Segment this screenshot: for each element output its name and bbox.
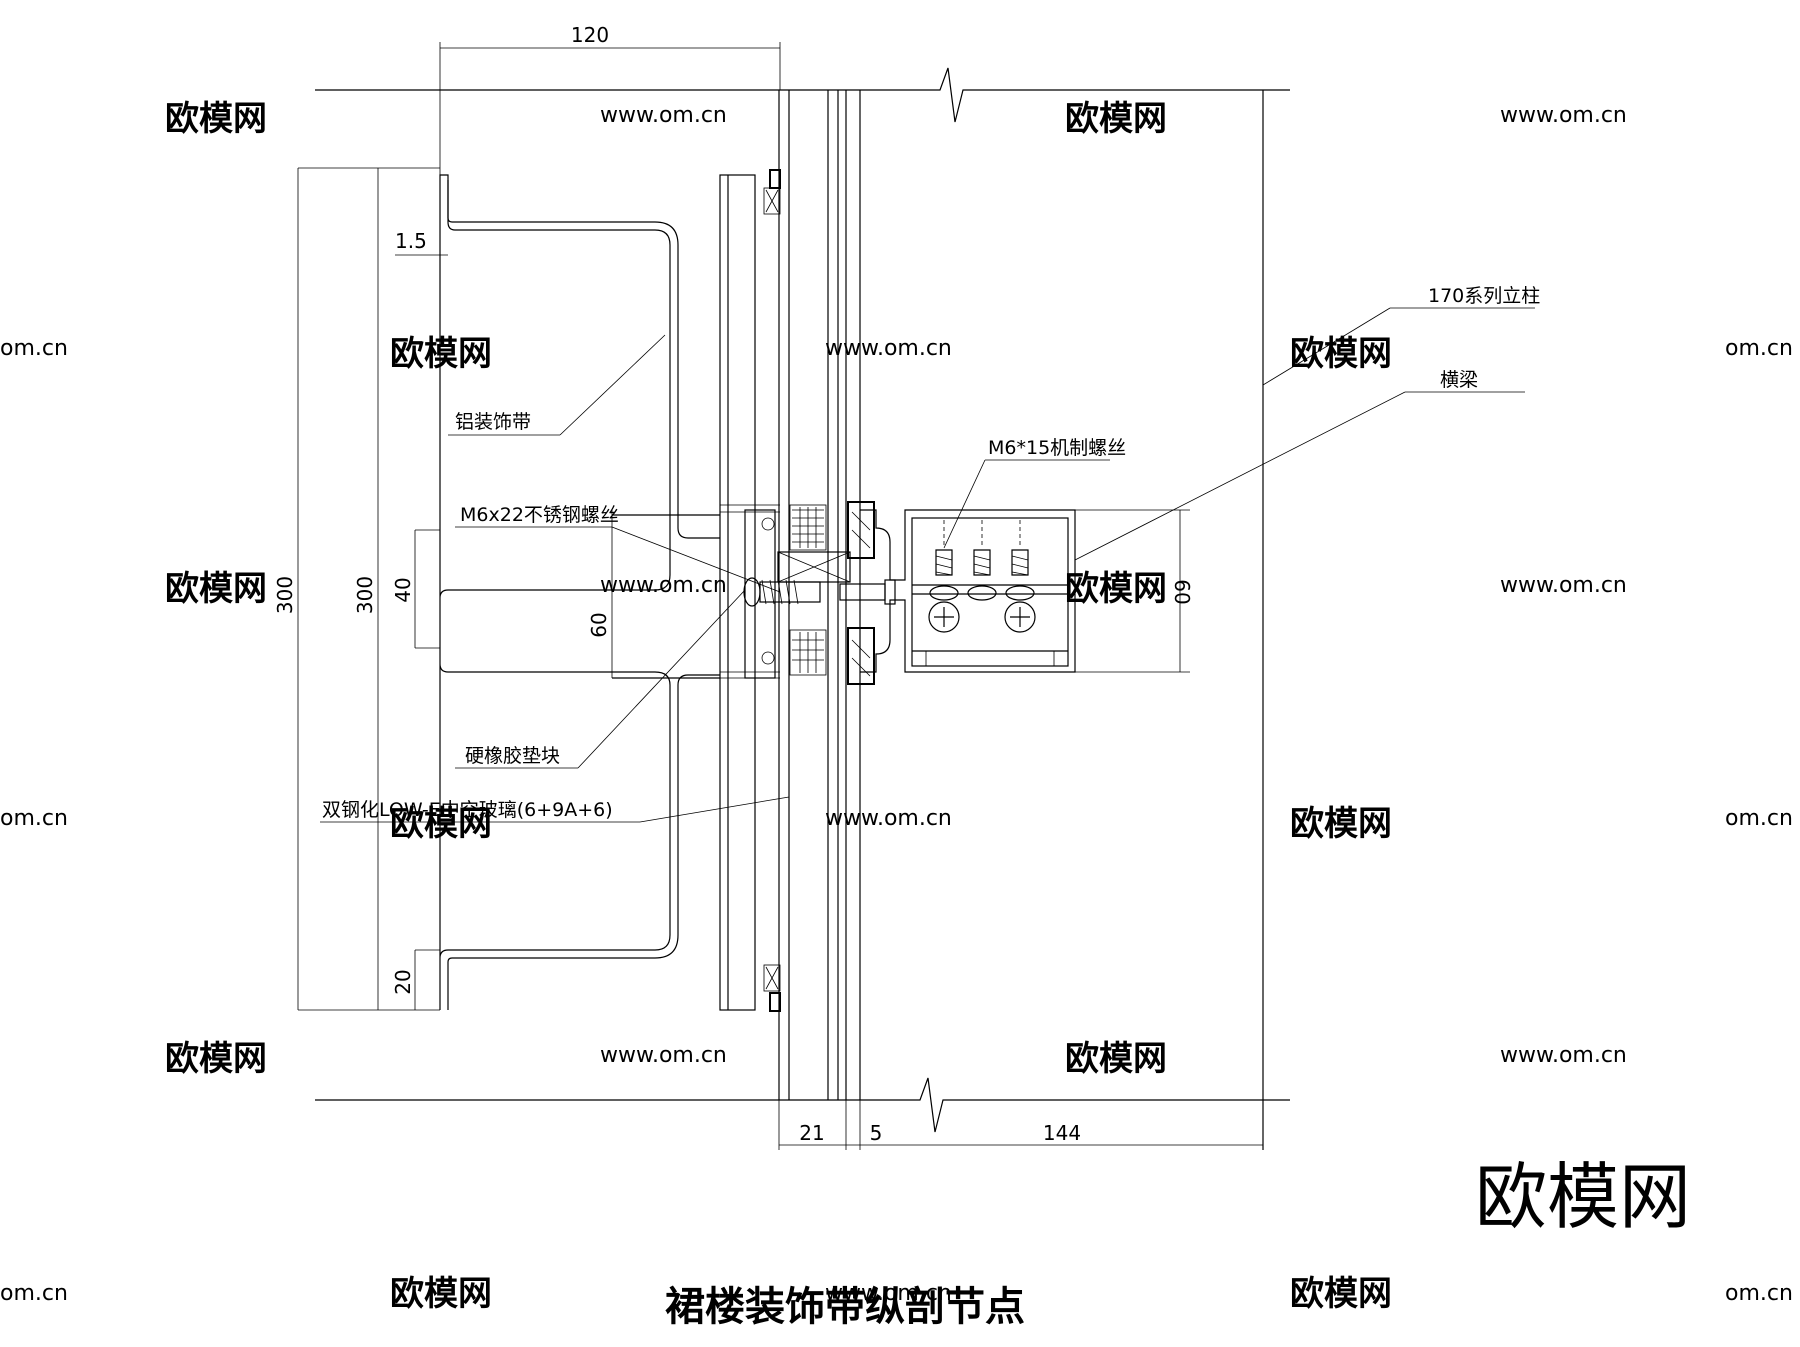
watermark-brand: 欧模网 (165, 1039, 267, 1079)
leader-lines (320, 307, 1535, 823)
watermark-brand: 欧模网 (1290, 804, 1392, 844)
watermark-brand: 欧模网 (1065, 1039, 1167, 1079)
dim-bottom-20: 20 (391, 969, 415, 994)
glass-panel (778, 90, 861, 1100)
watermark-site: www.om.cn (600, 1043, 727, 1068)
dim-inner-40: 40 (391, 577, 415, 602)
watermark-site: om.cn (0, 806, 68, 831)
watermark-site: www.om.cn (1500, 103, 1627, 128)
transom-profile (860, 509, 1076, 673)
watermark-site: om.cn (1725, 806, 1793, 831)
watermark-brand: 欧模网 (1065, 569, 1167, 609)
watermark-brand: 欧模网 (165, 99, 267, 139)
dim-top-width: 120 (571, 23, 609, 47)
watermark-site: om.cn (0, 336, 68, 361)
label-rubber-block: 硬橡胶垫块 (465, 745, 560, 767)
dim-lip: 1.5 (395, 229, 427, 253)
gaskets (761, 169, 781, 1012)
watermark-brand: 欧模网 (165, 569, 267, 609)
machine-screws (928, 520, 1036, 633)
logo: 欧模网 (1475, 1155, 1691, 1239)
label-machine-screw: M6*15机制螺丝 (988, 437, 1126, 459)
dim-bottom-5: 5 (870, 1121, 883, 1145)
label-mullion: 170系列立柱 (1428, 285, 1540, 307)
dim-inner-60: 60 (587, 612, 611, 637)
dim-bottom-144: 144 (1043, 1121, 1081, 1145)
label-transom: 横梁 (1440, 369, 1478, 391)
dim-right-60: 60 (1170, 579, 1194, 604)
label-glass: 双钢化LOW-E中空玻璃(6+9A+6) (322, 799, 613, 821)
watermark-site: www.om.cn (600, 103, 727, 128)
stainless-bolt (743, 577, 896, 607)
watermark-brand: 欧模网 (390, 1274, 492, 1314)
watermark-site: www.om.cn (1500, 573, 1627, 598)
watermark-site: om.cn (1725, 1281, 1793, 1306)
watermark-brand: 欧模网 (1290, 334, 1392, 374)
spacer-blocks (777, 501, 875, 685)
dim-overall-outer: 300 (273, 576, 297, 614)
aluminum-band-profile (439, 174, 720, 1010)
dim-bottom-21: 21 (799, 1121, 824, 1145)
watermark-brand: 欧模网 (390, 334, 492, 374)
break-lines (315, 67, 1290, 1133)
frame-members (612, 174, 780, 1011)
watermark-brand: 欧模网 (1290, 1274, 1392, 1314)
watermark-site: www.om.cn (825, 806, 952, 831)
dimension-lines (297, 42, 1264, 1150)
label-aluminum-band: 铝装饰带 (455, 411, 531, 433)
watermark-layer: 欧模网 www.om.cn 欧模网 www.om.cn om.cn 欧模网 ww… (0, 99, 1793, 1314)
dim-overall-inner: 300 (353, 576, 377, 614)
drawing-title: 裙楼装饰带纵剖节点 (665, 1284, 1025, 1330)
watermark-site: om.cn (0, 1281, 68, 1306)
watermark-site: www.om.cn (825, 1281, 952, 1306)
label-stainless-screw: M6x22不锈钢螺丝 (460, 504, 619, 526)
watermark-brand: 欧模网 (390, 804, 492, 844)
watermark-site: om.cn (1725, 336, 1793, 361)
watermark-brand: 欧模网 (1065, 99, 1167, 139)
watermark-site: www.om.cn (600, 573, 727, 598)
watermark-site: www.om.cn (825, 336, 952, 361)
watermark-site: www.om.cn (1500, 1043, 1627, 1068)
